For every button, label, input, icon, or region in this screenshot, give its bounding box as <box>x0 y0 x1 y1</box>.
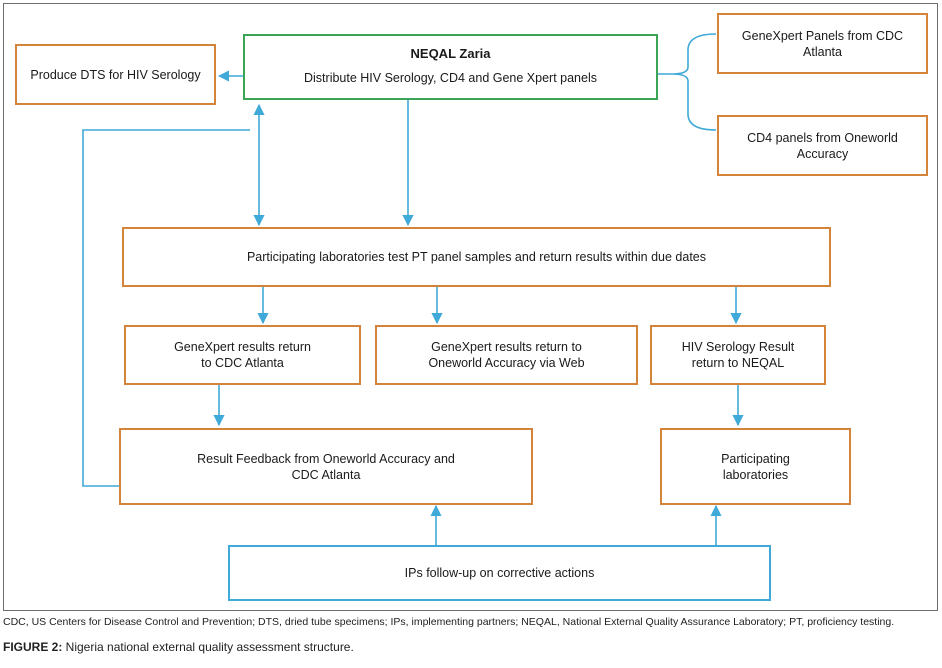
brace-panels-to-neqal <box>657 33 717 131</box>
node-result-feedback-line-1: Result Feedback from Oneworld Accuracy a… <box>197 451 455 466</box>
node-participating-test: Participating laboratories test PT panel… <box>122 227 831 287</box>
node-genexpert-panels: GeneXpert Panels from CDC Atlanta <box>717 13 928 74</box>
node-participating-labs-line-2: laboratories <box>722 467 789 482</box>
node-genexpert-oneworld-line-1: GeneXpert results return to <box>431 340 582 354</box>
node-neqal-zaria-title: NEQAL Zaria <box>410 46 491 61</box>
node-hiv-serology: HIV Serology Result return to NEQAL <box>650 325 826 385</box>
node-neqal-zaria: NEQAL Zaria Distribute HIV Serology, CD4… <box>243 34 658 100</box>
node-genexpert-oneworld: GeneXpert results return to Oneworld Acc… <box>375 325 638 385</box>
figure-caption-label: FIGURE 2: <box>3 640 63 654</box>
figure-caption: FIGURE 2: Nigeria national external qual… <box>3 640 354 654</box>
node-result-feedback-line-2: CDC Atlanta <box>291 467 361 482</box>
node-result-feedback: Result Feedback from Oneworld Accuracy a… <box>119 428 533 505</box>
figure-caption-text: Nigeria national external quality assess… <box>62 640 354 654</box>
node-produce-dts-text: Produce DTS for HIV Serology <box>30 67 201 82</box>
node-neqal-zaria-text: Distribute HIV Serology, CD4 and Gene Xp… <box>304 71 597 85</box>
node-genexpert-oneworld-line-2: Oneworld Accuracy via Web <box>428 356 585 370</box>
footnote-abbreviations: CDC, US Centers for Disease Control and … <box>3 616 895 628</box>
node-genexpert-panels-text: GeneXpert Panels from CDC Atlanta <box>741 28 904 59</box>
diagram-frame <box>3 3 938 611</box>
node-hiv-serology-line-2: return to NEQAL <box>691 356 785 370</box>
node-ips-follow-up: IPs follow-up on corrective actions <box>228 545 771 601</box>
node-cd4-panels: CD4 panels from Oneworld Accuracy <box>717 115 928 176</box>
node-genexpert-cdc-line-2: to CDC Atlanta <box>201 356 284 370</box>
node-participating-test-text: Participating laboratories test PT panel… <box>246 250 707 264</box>
node-genexpert-cdc-line-1: GeneXpert results return <box>174 340 311 354</box>
node-genexpert-cdc: GeneXpert results return to CDC Atlanta <box>124 325 361 385</box>
node-cd4-panels-text: CD4 panels from Oneworld Accuracy <box>747 130 898 161</box>
node-participating-labs-line-1: Participating <box>721 451 790 466</box>
node-ips-follow-up-text: IPs follow-up on corrective actions <box>404 566 595 580</box>
node-participating-labs: Participating laboratories <box>660 428 851 505</box>
node-hiv-serology-line-1: HIV Serology Result <box>681 340 795 354</box>
node-produce-dts: Produce DTS for HIV Serology <box>15 44 216 105</box>
arrow-feedback-loop-to-neqal <box>82 129 250 487</box>
